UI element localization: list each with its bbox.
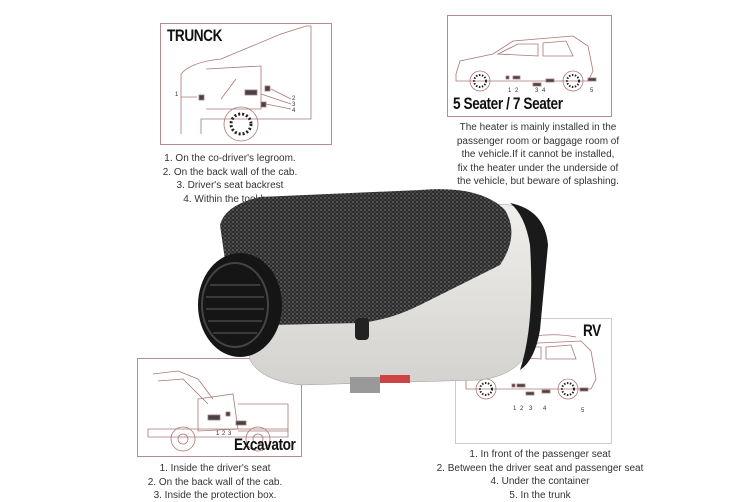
seater-line: passenger room or baggage room of [456, 135, 620, 147]
heater-slot [355, 318, 369, 340]
excavator-line: 3. Inside the protection box. [153, 490, 277, 501]
rv-title: RV [583, 321, 601, 340]
rv-line: 4. Under the container [490, 476, 590, 487]
rv-marker-1: 1 [513, 406, 517, 412]
seater-marker-4: 4 [542, 88, 546, 94]
air-outlet-grille-icon [198, 253, 282, 357]
seater-title: 5 Seater / 7 Seater [453, 94, 563, 113]
excavator-line: 2. On the back wall of the cab. [147, 476, 283, 488]
seater-panel: 1 2 3 4 5 5 Seater / 7 Seater [447, 15, 612, 117]
rv-line: 1. In front of the passenger seat [469, 449, 611, 460]
seater-line: the vehicle, but beware of splashing. [457, 176, 619, 187]
truck-line: 2. On the back wall of the cab. [162, 166, 298, 178]
heater-end-cap [510, 203, 548, 370]
excavator-line: 1. Inside the driver's seat [159, 463, 271, 474]
carbon-fiber-cover [220, 189, 512, 325]
rv-description: 1. In front of the passenger seat 2. Bet… [420, 448, 660, 502]
truck-line: 1. On the co-driver's legroom. [164, 153, 296, 164]
seater-line: The heater is mainly installed in the [459, 122, 617, 133]
truck-line: 3. Driver's seat backrest [176, 180, 284, 191]
truck-marker-3: 3 [292, 102, 296, 108]
truck-marker-4: 4 [292, 108, 296, 114]
rv-line: 5. In the trunk [509, 489, 571, 501]
rv-marker-3: 3 [529, 406, 533, 412]
excavator-title: Excavator [234, 435, 296, 454]
excavator-description: 1. Inside the driver's seat 2. On the ba… [125, 462, 305, 502]
rv-marker-5: 5 [581, 408, 585, 414]
rv-marker-2: 2 [520, 406, 524, 412]
seater-marker-3: 3 [535, 88, 539, 94]
seater-marker-2: 2 [515, 88, 519, 94]
truck-marker-1: 1 [175, 92, 179, 98]
seater-line: the vehicle.If it cannot be installed, [461, 149, 615, 160]
truck-panel: TRUNCK 1 2 3 4 [160, 23, 332, 145]
seater-marker-5: 5 [590, 88, 594, 94]
excavator-drawing [147, 370, 289, 452]
fuel-pipe [350, 377, 380, 393]
truck-marker-2: 2 [292, 96, 296, 102]
truck-title: TRUNCK [167, 26, 223, 45]
seater-line: fix the heater under the underside of [457, 162, 619, 174]
truck-line: 4. Within the tool box [183, 193, 277, 205]
air-heater-product [198, 189, 548, 393]
excavator-marker-3: 3 [228, 431, 232, 437]
truck-drawing [180, 25, 312, 142]
seater-description: The heater is mainly installed in the pa… [440, 121, 636, 189]
minivan-drawing [455, 35, 597, 92]
seater-marker-1: 1 [508, 88, 512, 94]
truck-description: 1. On the co-driver's legroom. 2. On the… [140, 152, 320, 206]
excavator-marker-2: 2 [222, 431, 226, 437]
rv-line: 2. Between the driver seat and passenger… [436, 462, 644, 474]
excavator-marker-1: 1 [216, 431, 220, 437]
rv-marker-4: 4 [543, 406, 547, 412]
